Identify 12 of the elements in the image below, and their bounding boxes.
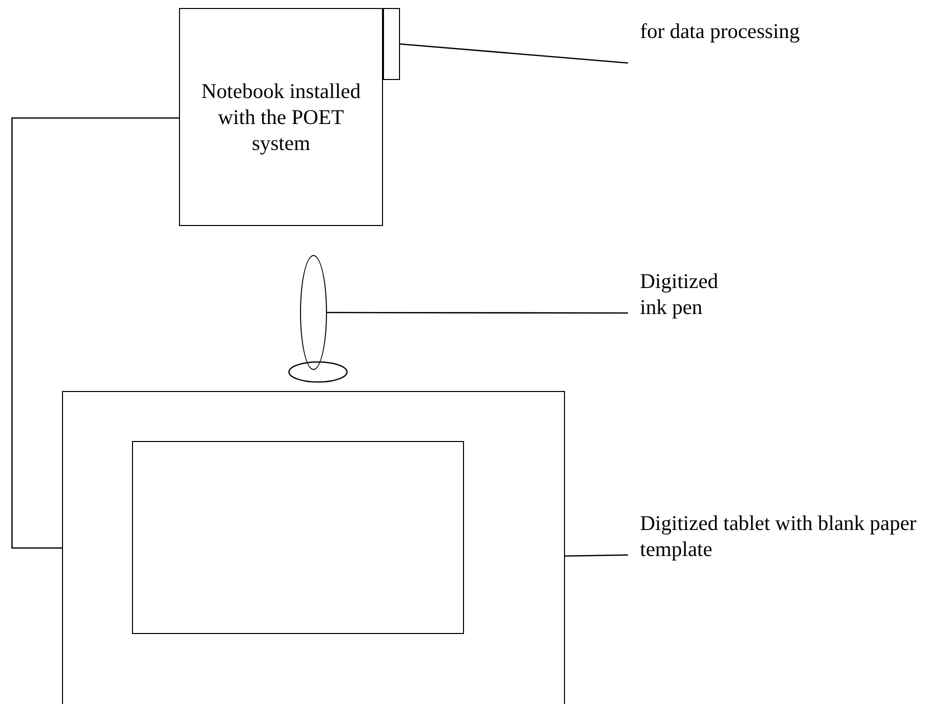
port-box (383, 8, 400, 80)
leader-line (11, 117, 179, 549)
leader-line (564, 554, 628, 557)
notebook-box (179, 8, 383, 226)
tablet-box (62, 391, 565, 704)
pen-label: Digitized ink pen (640, 268, 750, 328)
node-text: Notebook installed with the POET system (200, 78, 362, 156)
leader-line (400, 43, 628, 64)
leader-line (327, 312, 628, 314)
tablet-label: Digitized tablet with blank paper template (640, 510, 925, 580)
notebook-label: for data processing (640, 18, 810, 78)
paper-template-box (132, 441, 464, 634)
